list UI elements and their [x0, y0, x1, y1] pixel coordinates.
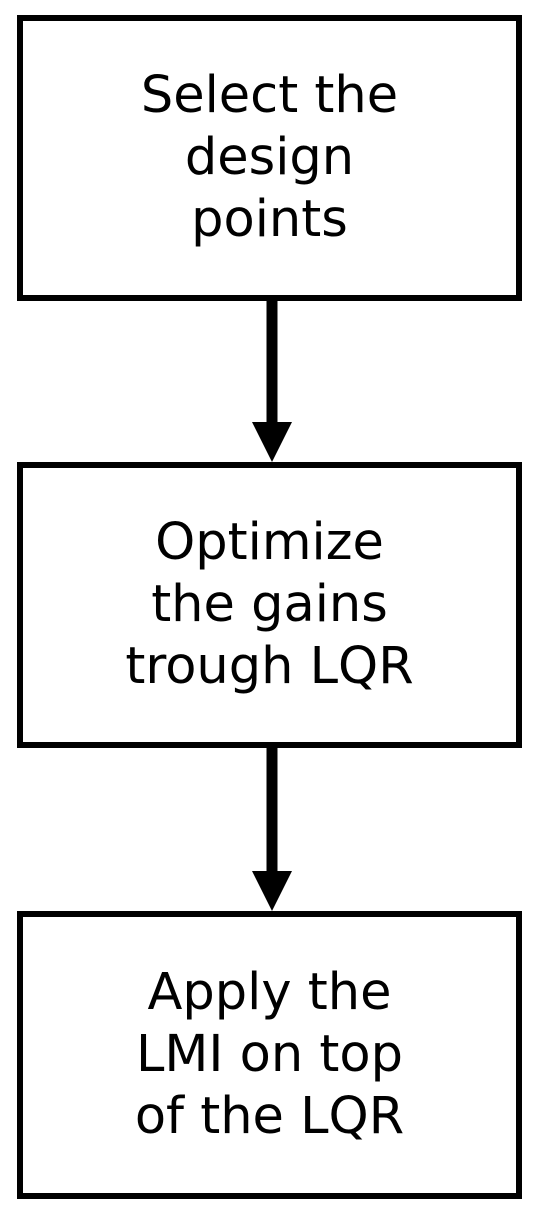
step-text-line: of the LQR	[134, 1087, 405, 1146]
arrow-step2-to-step3	[252, 747, 292, 911]
step-text-line: Select the	[140, 66, 399, 125]
step-text-line: points	[191, 190, 348, 249]
step-text-line: trough LQR	[125, 637, 414, 696]
arrow-step1-to-step2	[252, 300, 292, 462]
step-text-line: design	[184, 128, 355, 187]
step-text-line: LMI on top	[136, 1025, 403, 1084]
step-text-line: the gains	[151, 575, 388, 634]
step-text-line: Apply the	[147, 963, 392, 1022]
arrow-head	[252, 871, 292, 911]
step-text-line: Optimize	[155, 513, 384, 572]
arrow-head	[252, 422, 292, 462]
step-box-select-design-points: Select the design points	[17, 15, 522, 301]
step-box-optimize-gains: Optimize the gains trough LQR	[17, 462, 522, 748]
step-box-apply-lmi: Apply the LMI on top of the LQR	[17, 911, 522, 1199]
